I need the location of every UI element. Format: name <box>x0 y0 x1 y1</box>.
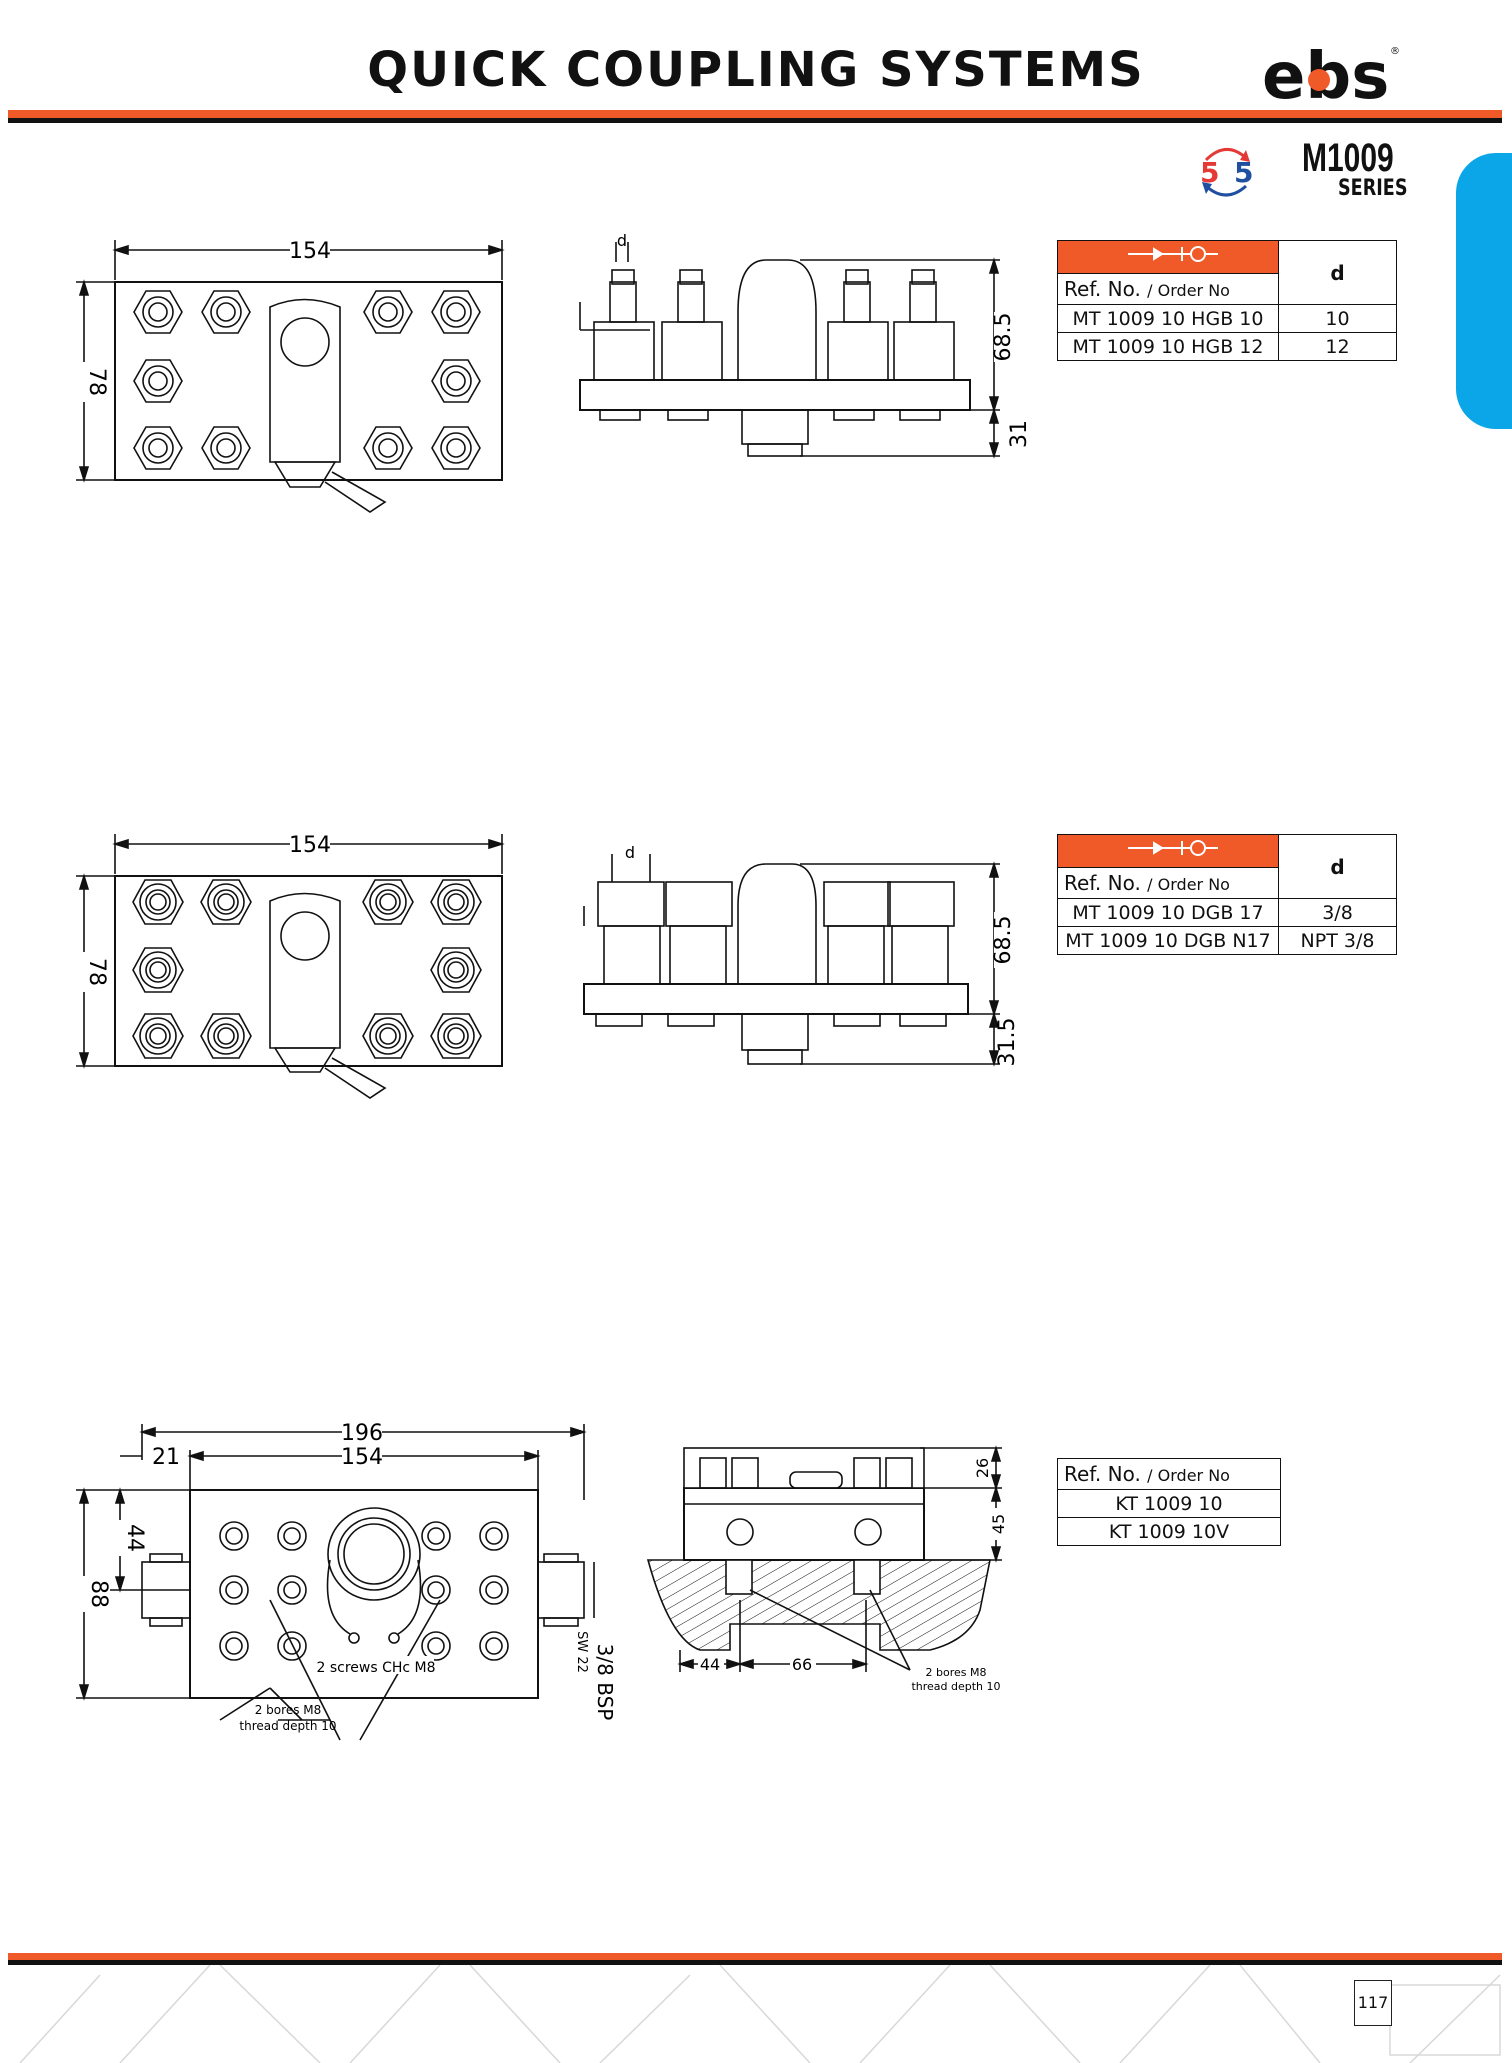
d-column-header: d <box>1278 834 1397 899</box>
dim-top: 26 <box>973 1458 992 1478</box>
footer-dark-bar <box>8 1960 1502 1965</box>
registered-mark: ® <box>1390 46 1400 57</box>
ref-cell: KT 1009 10V <box>1057 1517 1281 1546</box>
dim-thread: 3/8 BSP <box>593 1644 617 1721</box>
bores-note-1: 2 bores M8 <box>926 1666 987 1679</box>
dim-side-bottom: 31.5 <box>995 1018 1020 1067</box>
ref-table-3: Ref. No. / Order No KT 1009 10 KT 1009 1… <box>1057 1458 1281 1546</box>
table-row: KT 1009 10V <box>1057 1517 1281 1546</box>
dim-width: 154 <box>289 239 331 264</box>
drawing-3-base-plate: 196 154 21 44 88 SW 22 3/8 BSP 2 screws … <box>74 1420 617 1741</box>
ref-cell: KT 1009 10 <box>1057 1489 1281 1518</box>
coupling-symbol-icon <box>1128 246 1218 262</box>
dim-half-height: 44 <box>122 1524 147 1552</box>
coupling-symbol-header <box>1057 240 1279 274</box>
dim-d-label: d <box>625 843 635 862</box>
coupling-nuts <box>132 879 482 1059</box>
coupling-symbol-icon <box>1128 840 1218 856</box>
header-dark-bar <box>8 118 1502 123</box>
ref-label: Ref. No. <box>1064 871 1141 895</box>
badge-right-number: 5 <box>1234 156 1253 189</box>
dim-side-height: 68.5 <box>991 313 1016 362</box>
dim-side-height: 68.5 <box>991 916 1016 965</box>
bores-note-2: thread depth 10 <box>911 1680 1000 1693</box>
dim-side-bottom: 31 <box>1007 420 1032 448</box>
header-accent-bar <box>8 110 1502 118</box>
dim-height: 78 <box>84 958 109 986</box>
dim-offset: 21 <box>152 1445 180 1470</box>
ref-cell: MT 1009 10 HGB 12 <box>1057 332 1279 361</box>
ref-label-cell: Ref. No. / Order No <box>1057 1458 1281 1490</box>
screws-note: 2 screws CHc M8 <box>316 1660 435 1676</box>
ref-cell: MT 1009 10 DGB 17 <box>1057 898 1279 927</box>
footer-accent-bar <box>8 1953 1502 1960</box>
ebs-logo: ebs ® <box>1262 40 1400 110</box>
coupling-nuts <box>133 290 481 470</box>
dim-width: 154 <box>341 1445 383 1470</box>
d-cell: 3/8 <box>1278 898 1397 927</box>
coupling-symbol-header <box>1057 834 1279 868</box>
dim-2: 66 <box>792 1655 812 1674</box>
page-number: 117 <box>1354 1980 1392 2026</box>
series-label: SERIES <box>1338 176 1408 201</box>
dim-height: 45 <box>989 1514 1008 1534</box>
d-cell: NPT 3/8 <box>1278 926 1397 955</box>
ref-label: Ref. No. <box>1064 1462 1141 1486</box>
dim-1: 44 <box>700 1655 720 1674</box>
side-section-tab[interactable] <box>1456 153 1512 429</box>
drawing-1-side-view: d 68.5 31 <box>579 232 1032 459</box>
badge-left-number: 5 <box>1200 156 1219 189</box>
dim-width: 154 <box>289 833 331 858</box>
dim-d-label: d <box>617 232 627 250</box>
ref-cell: MT 1009 10 HGB 10 <box>1057 304 1279 333</box>
dim-overall-width: 196 <box>341 1421 383 1446</box>
dim-height: 88 <box>86 1580 111 1608</box>
table-row: KT 1009 10 <box>1057 1489 1281 1518</box>
ref-cell: MT 1009 10 DGB N17 <box>1057 926 1279 955</box>
drawing-2-side-view: d 68.5 31.5 <box>583 843 1020 1067</box>
ref-label-cell: Ref. No. / Order No <box>1057 867 1279 899</box>
mounting-holes <box>219 1521 509 1661</box>
d-cell: 12 <box>1278 332 1397 361</box>
page-title: QUICK COUPLING SYSTEMS <box>367 42 1145 98</box>
order-label: / Order No <box>1147 1466 1230 1485</box>
order-label: / Order No <box>1147 281 1230 300</box>
footer-decorative-pattern <box>19 1965 1501 2063</box>
rotation-badge-icon: 5 5 <box>1200 148 1253 197</box>
drawing-2-top-view: 154 78 <box>72 832 505 1099</box>
bores-note-1: 2 bores M8 <box>255 1703 322 1717</box>
d-cell: 10 <box>1278 304 1397 333</box>
d-column-header: d <box>1278 240 1397 305</box>
ref-label-cell: Ref. No. / Order No <box>1057 273 1279 305</box>
drawing-4-base-side-view: 26 45 44 66 2 bores M8 thread depth 10 <box>646 1445 1008 1693</box>
bores-note-2: thread depth 10 <box>239 1719 336 1733</box>
dim-sw: SW 22 <box>574 1631 589 1673</box>
dim-height: 78 <box>84 368 109 396</box>
series-code: M1009 <box>1302 136 1394 180</box>
ref-label: Ref. No. <box>1064 277 1141 301</box>
order-label: / Order No <box>1147 875 1230 894</box>
drawing-1-top-view: 154 78 <box>72 238 505 513</box>
